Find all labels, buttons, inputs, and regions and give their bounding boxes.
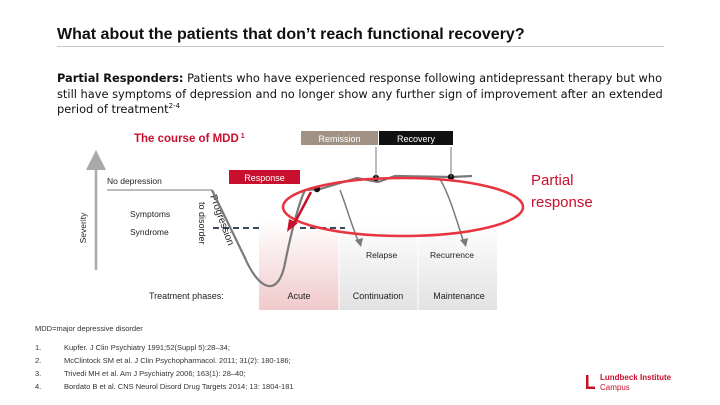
remission-label: Remission bbox=[318, 134, 360, 144]
intro-paragraph: Partial Responders: Patients who have ex… bbox=[57, 71, 667, 118]
partial-response-line2: response bbox=[531, 194, 593, 211]
logo-line2: Campus bbox=[600, 383, 630, 392]
remission-box bbox=[301, 131, 378, 145]
reference-item: 1.Kupfer. J Clin Psychiatry 1991;52(Supp… bbox=[35, 343, 230, 352]
recovery-label: Recovery bbox=[397, 134, 436, 144]
syndrome-label: Syndrome bbox=[130, 227, 169, 237]
lundbeck-logo: Lundbeck Institute Campus bbox=[586, 373, 706, 395]
no-depression-label: No depression bbox=[107, 176, 162, 186]
slide-title: What about the patients that don’t reach… bbox=[57, 26, 525, 43]
recurrence-label: Recurrence bbox=[430, 250, 474, 260]
relapse-curve bbox=[339, 189, 360, 244]
intro-ref: 2-4 bbox=[168, 102, 181, 111]
partial-response-pointer bbox=[291, 191, 313, 227]
treatment-phases-label: Treatment phases: bbox=[149, 291, 224, 301]
phase-panel-acute bbox=[259, 220, 339, 310]
intro-text: Patients who have experienced response f… bbox=[57, 71, 663, 116]
reference-item: 3.Trivedi MH et al. Am J Psychiatry 2006… bbox=[35, 369, 246, 378]
logo-line1: Lundbeck Institute bbox=[600, 373, 672, 382]
phase-acute-label: Acute bbox=[287, 291, 310, 301]
logo-mark-icon bbox=[586, 375, 595, 389]
partial-response-pointer-head bbox=[287, 219, 298, 232]
progression-label: Progression bbox=[207, 193, 236, 247]
relapse-arrowhead bbox=[355, 238, 363, 247]
recovery-box bbox=[379, 131, 453, 145]
severity-label: Severity bbox=[78, 212, 88, 243]
partial-response-line1: Partial bbox=[531, 172, 574, 189]
phase-continuation-label: Continuation bbox=[353, 291, 404, 301]
relapse-label: Relapse bbox=[366, 250, 397, 260]
reference-item: 2.McClintock SM et al. J Clin Psychophar… bbox=[35, 356, 291, 365]
recurrence-arrowhead bbox=[460, 238, 468, 247]
response-box bbox=[229, 170, 300, 184]
recurrence-curve bbox=[439, 178, 465, 244]
phase-maintenance-label: Maintenance bbox=[433, 291, 485, 301]
abbreviation-note: MDD=major depressive disorder bbox=[35, 324, 143, 333]
partial-response-ellipse bbox=[281, 176, 525, 238]
symptoms-label: Symptoms bbox=[130, 209, 170, 219]
response-label: Response bbox=[244, 173, 285, 183]
intro-bold: Partial Responders: bbox=[57, 71, 184, 85]
reference-item: 4.Bordato B et al. CNS Neurol Disord Dru… bbox=[35, 382, 294, 391]
title-divider bbox=[57, 46, 664, 47]
to-disorder-label: to disorder bbox=[197, 202, 207, 245]
